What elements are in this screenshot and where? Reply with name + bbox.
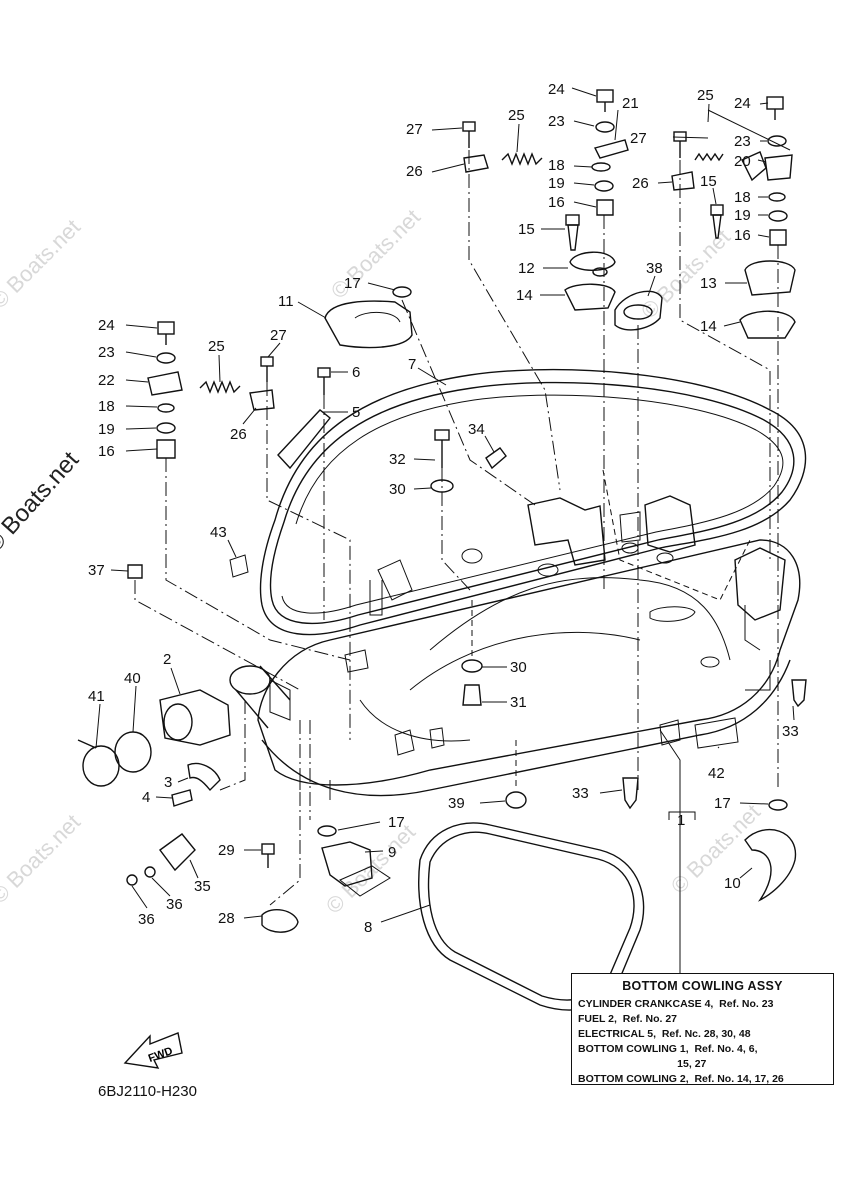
callout-23: 23 [548, 113, 565, 130]
callout-8: 8 [364, 919, 372, 936]
callout-31: 31 [510, 694, 527, 711]
diagram-code: 6BJ2110-H230 [98, 1083, 197, 1100]
callout-4: 4 [142, 789, 150, 806]
callout-6: 6 [352, 364, 360, 381]
callout-18: 18 [734, 189, 751, 206]
callout-10: 10 [724, 875, 741, 892]
callout-7: 7 [408, 356, 416, 373]
faint-watermark: © Boats.net [321, 819, 420, 918]
callout-15: 15 [518, 221, 535, 238]
callout-34: 34 [468, 421, 485, 438]
faint-watermark: © Boats.net [326, 204, 425, 303]
assembly-lines [134, 150, 779, 975]
callout-35: 35 [194, 878, 211, 895]
callout-32: 32 [389, 451, 406, 468]
info-box-line: BOTTOM COWLING 1, Ref. No. 4, 6, [578, 1043, 758, 1055]
info-box-line: 15, 27 [578, 1058, 707, 1070]
callout-22: 22 [98, 372, 115, 389]
bottom-cowling-assy-box: BOTTOM COWLING ASSY CYLINDER CRANKCASE 4… [571, 973, 834, 1085]
callout-19: 19 [98, 421, 115, 438]
callout-11: 11 [278, 293, 294, 310]
callout-24: 24 [548, 81, 565, 98]
callouts: 24 23 21 27 25 26 18 19 16 15 12 14 38 2… [88, 81, 799, 936]
faint-watermark: © Boats.net [0, 214, 85, 313]
callout-16: 16 [734, 227, 751, 244]
callout-16: 16 [548, 194, 565, 211]
callout-41: 41 [88, 688, 105, 705]
callout-20: 20 [734, 153, 751, 170]
callout-24: 24 [734, 95, 751, 112]
callout-1: 1 [677, 812, 685, 829]
callout-17: 17 [388, 814, 405, 831]
callout-39: 39 [448, 795, 465, 812]
callout-25: 25 [508, 107, 525, 124]
callout-18: 18 [98, 398, 115, 415]
faint-watermarks: © Boats.net © Boats.net © Boats.net © Bo… [0, 204, 765, 918]
callout-27: 27 [270, 327, 287, 344]
callout-26: 26 [406, 163, 423, 180]
small-parts [77, 89, 807, 933]
callout-27: 27 [630, 130, 647, 147]
callout-30: 30 [510, 659, 527, 676]
info-box-line: ELECTRICAL 5, Ref. Nc. 28, 30, 48 [578, 1028, 751, 1040]
callout-14: 14 [700, 318, 717, 335]
callout-19: 19 [548, 175, 565, 192]
callout-23: 23 [98, 344, 115, 361]
callout-40: 40 [124, 670, 141, 687]
info-box-line: CYLINDER CRANKCASE 4, Ref. No. 23 [578, 998, 774, 1010]
callout-17: 17 [714, 795, 731, 812]
callout-25: 25 [697, 87, 714, 104]
callout-29: 29 [218, 842, 235, 859]
callout-42: 42 [708, 765, 725, 782]
callout-9: 9 [388, 844, 396, 861]
callout-18: 18 [548, 157, 565, 174]
callout-30: 30 [389, 481, 406, 498]
info-box-line: BOTTOM COWLING 2, Ref. No. 14, 17, 26 [578, 1073, 784, 1085]
callout-28: 28 [218, 910, 235, 927]
bottom-cowling-body [229, 495, 801, 800]
callout-43: 43 [210, 524, 227, 541]
fwd-label: FWD [147, 1045, 175, 1065]
callout-16: 16 [98, 443, 115, 460]
callout-26: 26 [632, 175, 649, 192]
callout-33: 33 [782, 723, 799, 740]
callout-37: 37 [88, 562, 105, 579]
callout-36: 36 [138, 911, 155, 928]
callout-15: 15 [700, 173, 717, 190]
fwd-arrow: FWD [123, 1032, 183, 1069]
callout-2: 2 [163, 651, 171, 668]
callout-27: 27 [406, 121, 423, 138]
faint-watermark: © Boats.net [0, 809, 85, 908]
callout-5: 5 [352, 404, 360, 421]
callout-21: 21 [622, 95, 639, 112]
callout-19: 19 [734, 207, 751, 224]
info-box-title: BOTTOM COWLING ASSY [622, 979, 783, 993]
callout-14: 14 [516, 287, 533, 304]
callout-25: 25 [208, 338, 225, 355]
callout-26: 26 [230, 426, 247, 443]
callout-38: 38 [646, 260, 663, 277]
callout-24: 24 [98, 317, 115, 334]
seal-ring-7 [259, 368, 807, 636]
callout-33: 33 [572, 785, 589, 802]
callout-13: 13 [700, 275, 717, 292]
callout-3: 3 [164, 774, 172, 791]
callout-17: 17 [344, 275, 361, 292]
callout-23: 23 [734, 133, 751, 150]
callout-36: 36 [166, 896, 183, 913]
callout-12: 12 [518, 260, 535, 277]
info-box-line: FUEL 2, Ref. No. 27 [578, 1013, 677, 1025]
